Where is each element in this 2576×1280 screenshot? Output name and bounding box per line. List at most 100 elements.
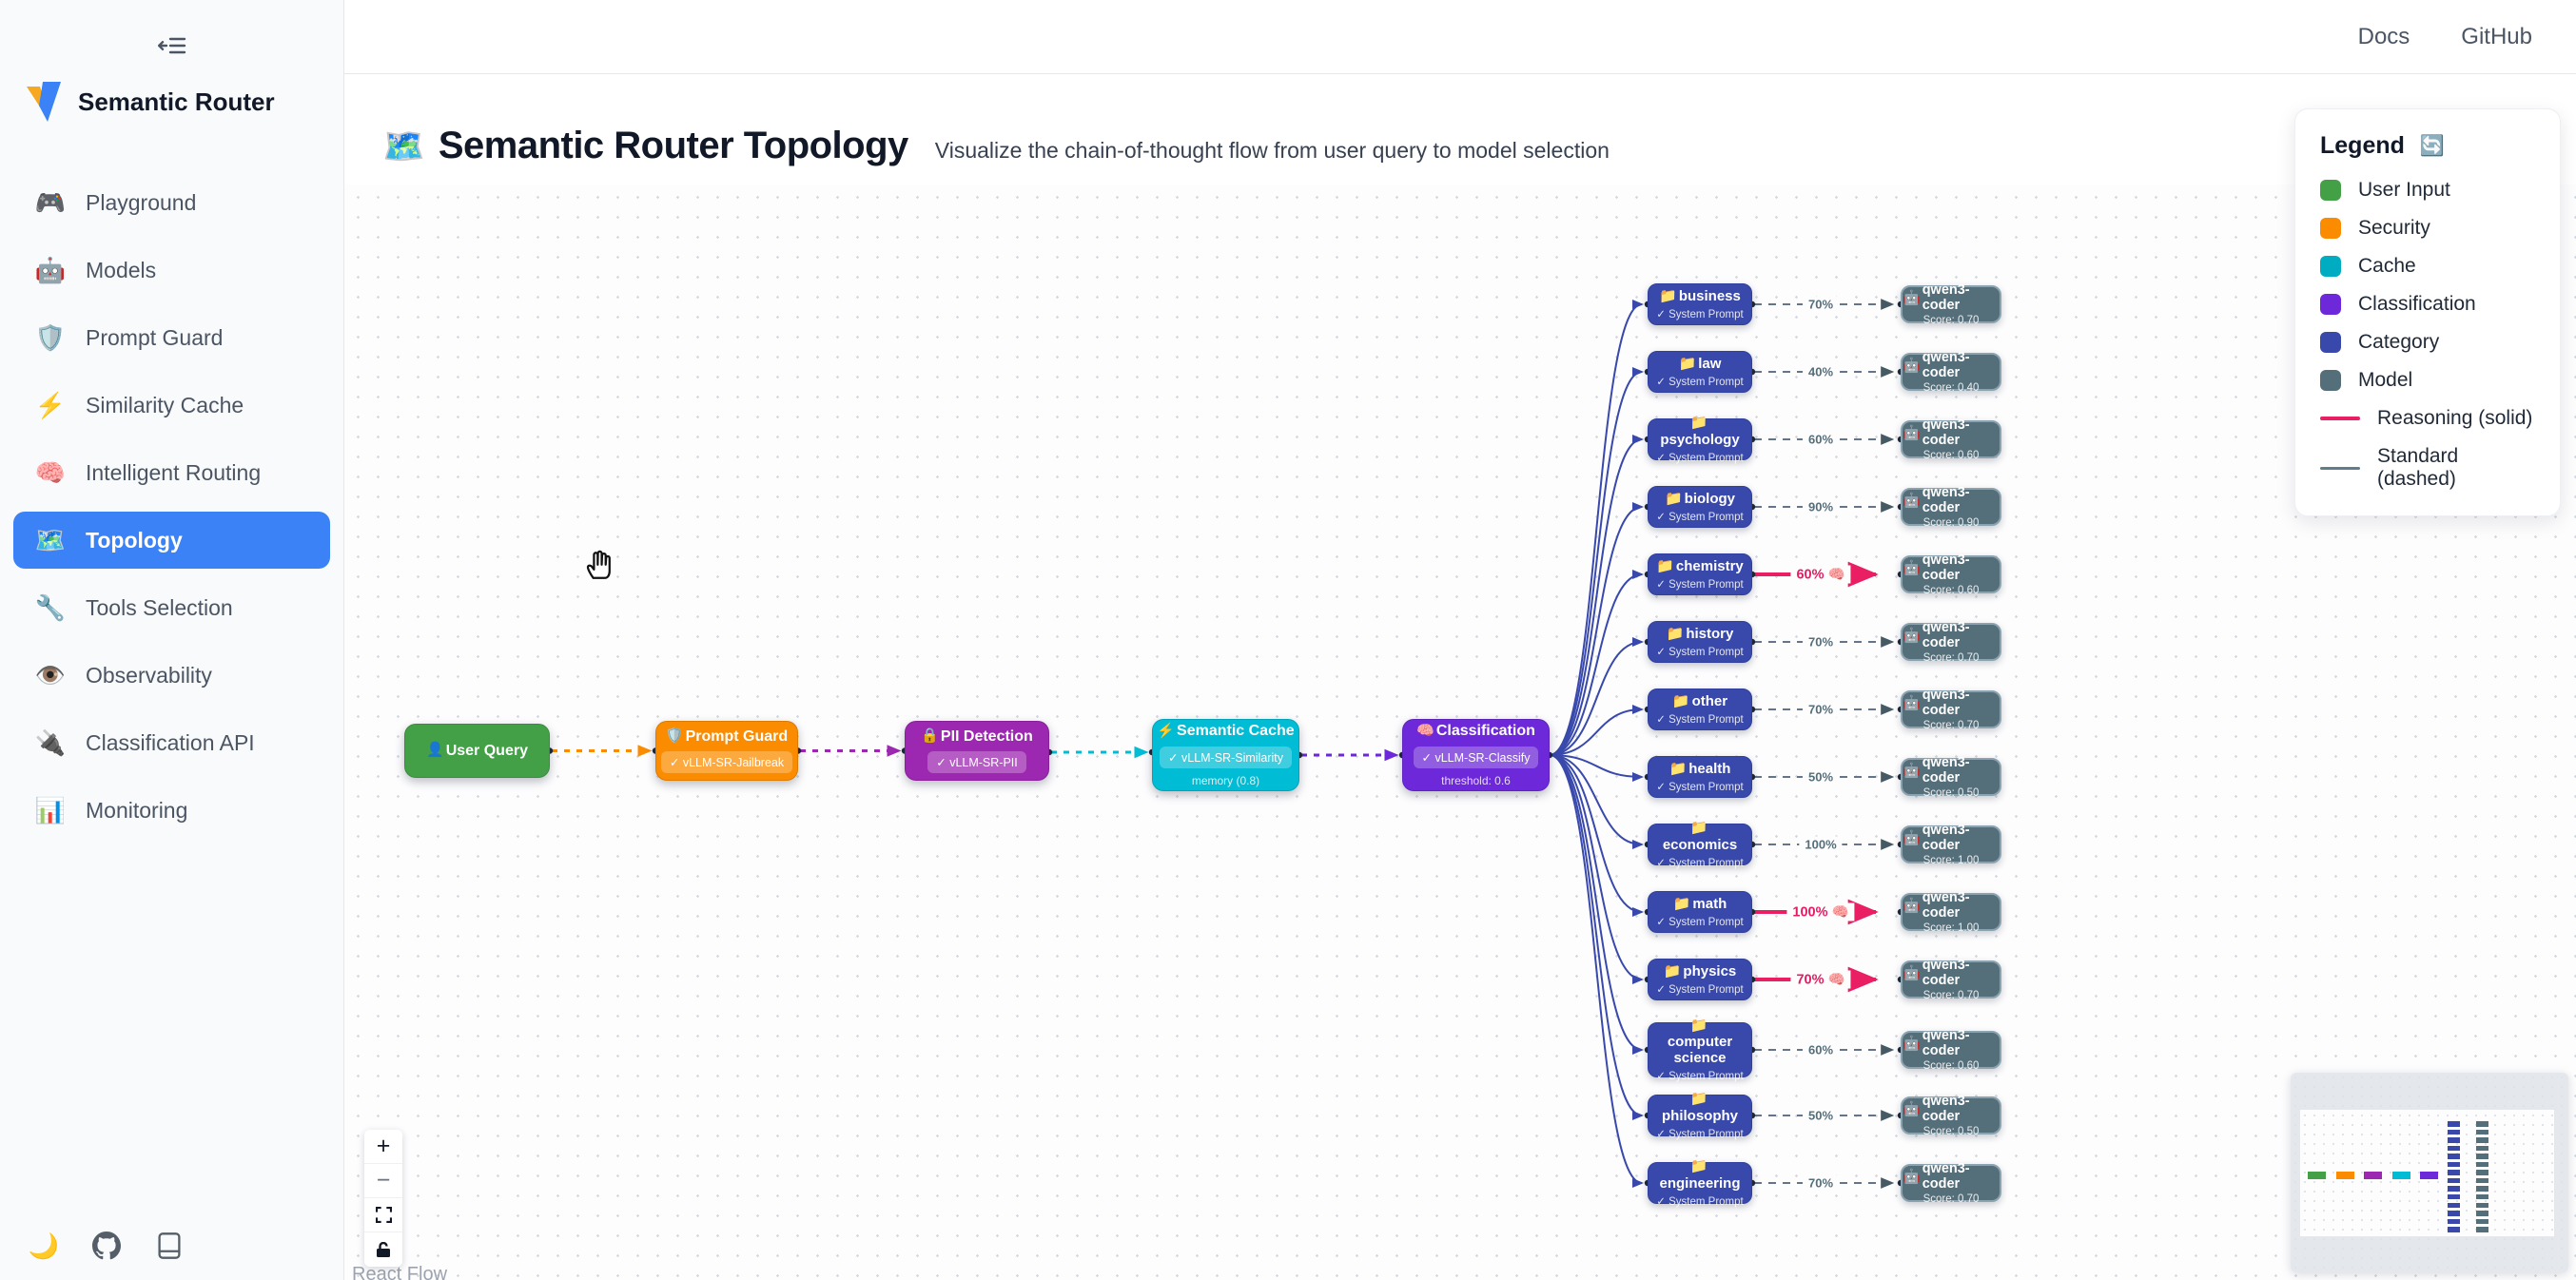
category-node-health[interactable]: 📁health✓ System Prompt [1648,756,1752,798]
classification-icon: 🧠 [1416,722,1434,739]
minimap-pipeline-node [2364,1172,2382,1179]
fit-view-button[interactable] [364,1198,402,1232]
category-node-business[interactable]: 📁business✓ System Prompt [1648,283,1752,325]
minimap-category-node [2448,1193,2460,1200]
edge-percentage-label: 60% 🧠 [1790,565,1851,584]
sidebar-item-tools-selection[interactable]: 🔧Tools Selection [13,579,330,636]
model-name: qwen3-coder [1922,688,1970,718]
github-icon[interactable] [91,1231,122,1261]
minimap-category-node [2448,1145,2460,1152]
category-system-prompt: ✓ System Prompt [1656,452,1744,464]
category-system-prompt: ✓ System Prompt [1656,857,1744,869]
zoom-in-button[interactable]: + [364,1130,402,1164]
zoom-out-button[interactable]: − [364,1164,402,1198]
node-model-badge: ✓ vLLM-SR-Similarity [1160,746,1292,768]
plus-icon: + [376,1133,391,1159]
category-node-physics[interactable]: 📁physics✓ System Prompt [1648,959,1752,1000]
minimap-model-node [2476,1145,2488,1152]
brand[interactable]: Semantic Router [25,80,275,124]
playground-icon: 🎮 [34,187,67,217]
sidebar: Semantic Router 🎮Playground 🤖Models 🛡️Prom… [0,0,344,1280]
sidebar-item-monitoring[interactable]: 📊Monitoring [13,782,330,839]
category-node-economics[interactable]: 📁economics✓ System Prompt [1648,820,1752,869]
minimap-category-node [2448,1154,2460,1159]
sidebar-collapse-button[interactable] [151,29,193,63]
minimap-category-node [2448,1137,2460,1143]
category-label: economics [1662,836,1738,853]
category-node-engineering[interactable]: 📁engineering✓ System Prompt [1648,1158,1752,1208]
sidebar-item-playground[interactable]: 🎮Playground [13,174,330,231]
sidebar-item-topology[interactable]: 🗺️Topology [13,512,330,569]
model-score: Score: 0.70 [1922,315,1980,326]
node-prompt-guard[interactable]: 🛡️Prompt Guard✓ vLLM-SR-Jailbreak [655,721,798,781]
sidebar-item-intelligent-routing[interactable]: 🧠Intelligent Routing [13,444,330,501]
category-node-computer-science[interactable]: 📁computer science✓ System Prompt [1648,1018,1752,1082]
edge-percentage-label: 70% [1802,1174,1840,1192]
edge-percentage-label: 70% [1802,701,1840,718]
models-icon: 🤖 [34,255,67,284]
category-node-chemistry[interactable]: 📁chemistry✓ System Prompt [1648,553,1752,595]
sidebar-item-label: Prompt Guard [86,324,224,350]
edge-percentage-label: 90% [1802,498,1840,515]
model-title: 🤖qwen3-coder [1903,485,2000,515]
pii-detection-icon: 🔒 [921,727,939,745]
top-link-docs[interactable]: Docs [2357,23,2410,49]
legend-refresh-icon[interactable]: 🔄 [2419,134,2446,157]
node-subtext: threshold: 0.6 [1441,773,1511,787]
category-node-other[interactable]: 📁other✓ System Prompt [1648,688,1752,730]
docs-book-icon[interactable] [154,1231,185,1261]
robot-icon: 🤖 [1903,965,1921,981]
topology-icon: 🗺️ [34,525,67,554]
top-link-github[interactable]: GitHub [2461,23,2532,49]
sidebar-item-observability[interactable]: 👁️Observability [13,647,330,704]
category-system-prompt: ✓ System Prompt [1656,579,1744,592]
model-name: qwen3-coder [1922,755,1970,785]
theme-toggle-moon-icon[interactable]: 🌙 [28,1231,60,1260]
legend-swatch [2320,332,2341,353]
model-score: Score: 0.50 [1922,1126,1980,1137]
category-label: math [1692,895,1727,912]
node-user-query[interactable]: 👤User Query [404,724,550,778]
category-node-law[interactable]: 📁law✓ System Prompt [1648,351,1752,393]
legend-item-label: User Input [2358,179,2450,201]
minimap[interactable] [2291,1073,2568,1272]
robot-icon: 🤖 [1903,695,1921,711]
category-node-psychology[interactable]: 📁psychology✓ System Prompt [1648,415,1752,464]
legend-swatch [2320,256,2341,277]
model-title: 🤖qwen3-coder [1903,1028,2000,1058]
flow-canvas[interactable]: 70%40%60%90%60% 🧠70%70%50%100%100% 🧠70% … [344,74,2576,1280]
category-node-biology[interactable]: 📁biology✓ System Prompt [1648,486,1752,528]
robot-icon: 🤖 [1903,358,1921,374]
observability-icon: 👁️ [34,660,67,689]
minimap-pipeline-node [2335,1172,2354,1179]
sidebar-item-similarity-cache[interactable]: ⚡Similarity Cache [13,377,330,434]
sidebar-item-prompt-guard[interactable]: 🛡️Prompt Guard [13,309,330,366]
node-pii-detection[interactable]: 🔒PII Detection✓ vLLM-SR-PII [905,721,1049,781]
minimap-category-node [2448,1186,2460,1192]
category-node-history[interactable]: 📁history✓ System Prompt [1648,621,1752,663]
category-node-philosophy[interactable]: 📁philosophy✓ System Prompt [1648,1091,1752,1140]
sidebar-item-classification-api[interactable]: 🔌Classification API [13,714,330,771]
legend-line-label: Reasoning (solid) [2377,407,2533,429]
legend-swatch [2320,370,2341,391]
category-node-math[interactable]: 📁math✓ System Prompt [1648,891,1752,933]
sidebar-item-models[interactable]: 🤖Models [13,242,330,299]
category-label: health [1688,760,1731,777]
lock-button[interactable] [364,1232,402,1267]
